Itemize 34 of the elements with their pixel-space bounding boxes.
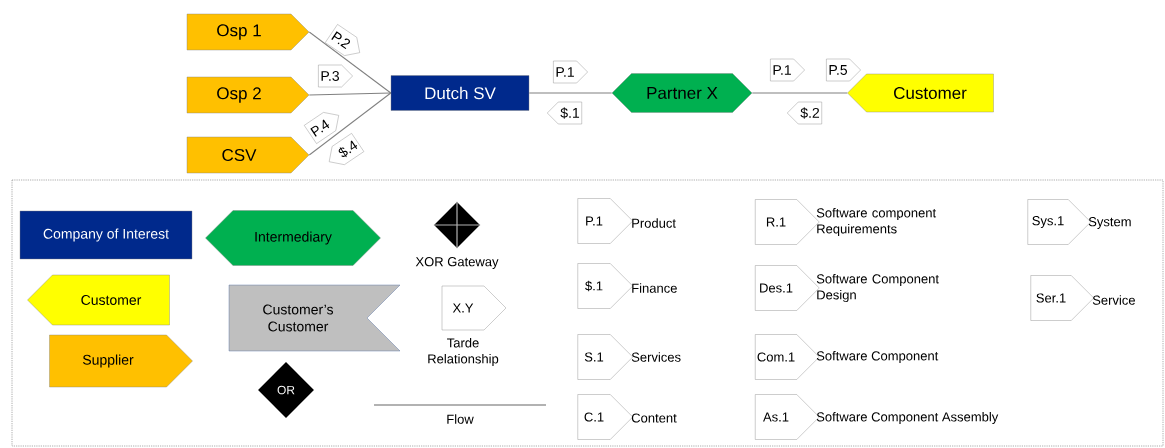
intermediary-hexagon: Intermediary — [205, 210, 381, 266]
trade-tag: P.1 — [577, 198, 633, 244]
legend-label: Flow — [447, 414, 474, 424]
edge-label: P.1 — [770, 58, 805, 82]
connector-line — [751, 92, 848, 94]
connector-line — [308, 92, 392, 156]
edge-label: P.1 — [553, 60, 588, 84]
company-box: Dutch SV — [390, 75, 530, 111]
trade-tag: Ser.1 — [1030, 275, 1094, 321]
connector-line — [308, 92, 392, 96]
trade-tag: C.1 — [577, 394, 633, 440]
tag-description: Services — [631, 352, 681, 362]
edge-label: P.4 — [304, 112, 339, 144]
tag-description: System — [1088, 217, 1131, 229]
intermediary-hexagon: Partner X — [611, 73, 753, 113]
edge-label: P.3 — [318, 64, 353, 88]
tag-description: Tarde Relationship — [428, 337, 499, 367]
tag-description: Finance — [632, 283, 677, 293]
tag-description: Content — [631, 413, 677, 423]
company-box: Company of Interest — [19, 210, 193, 260]
trade-tag: X.Y — [441, 285, 507, 331]
connector-line — [528, 92, 613, 94]
edge-label: P.2 — [325, 24, 360, 56]
trade-tag: $.1 — [547, 101, 582, 125]
trade-tag: P.5 — [826, 58, 861, 82]
gateway-diamond — [433, 201, 481, 249]
tag-description: Service — [1092, 295, 1135, 305]
trade-tag: S.1 — [577, 334, 633, 380]
trade-tag: $.2 — [787, 101, 822, 125]
tag-description: Product — [632, 218, 676, 228]
connector-line — [308, 31, 392, 94]
tag-description: XOR Gateway — [415, 257, 499, 269]
trade-tag: $.1 — [577, 263, 633, 309]
trade-tag: $.4 — [328, 133, 365, 165]
